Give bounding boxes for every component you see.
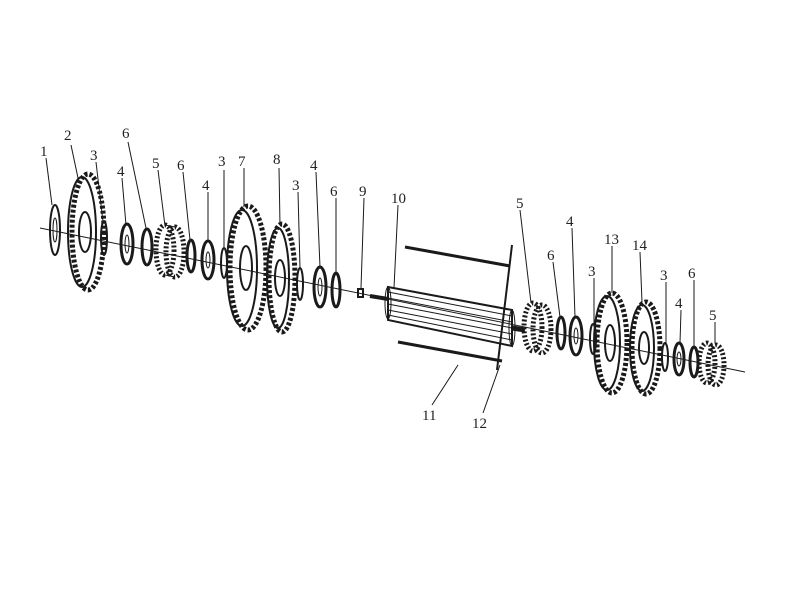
callout-3: 3 [588, 264, 596, 280]
part-5-needle-bearing-third [696, 340, 727, 388]
part-1-washer [49, 204, 61, 256]
part-6-ring [140, 227, 154, 267]
callout-5: 5 [152, 156, 160, 172]
callout-10: 10 [391, 191, 406, 207]
part-5-needle-bearing [153, 222, 187, 280]
callout-14: 14 [632, 238, 648, 254]
part-14-gear [629, 299, 663, 397]
callout-2: 2 [64, 128, 72, 144]
part-3-snap-ring-fifth [661, 342, 669, 372]
callout-9: 9 [359, 184, 367, 200]
part-10-splined-shaft [369, 285, 526, 348]
callout-1: 1 [40, 144, 48, 160]
part-11-rods [397, 245, 511, 363]
part-7-large-gear [226, 203, 269, 333]
part-4-washer-third [312, 265, 328, 309]
callout-6: 6 [177, 158, 185, 174]
callout-4: 4 [202, 178, 210, 194]
callout-3: 3 [90, 148, 98, 164]
part-6-ring-third [330, 271, 342, 309]
callout-3: 3 [292, 178, 300, 194]
callout-7: 7 [238, 154, 246, 170]
part-5-needle-bearing-second [521, 300, 554, 356]
part-4-washer-fourth [568, 315, 584, 357]
part-9-pin [357, 288, 364, 298]
part-4-washer-fifth [672, 341, 686, 377]
callout-6: 6 [688, 266, 696, 282]
part-13-large-gear [593, 290, 630, 396]
part-6-ring-fourth [555, 315, 567, 351]
part-3-snap-ring-fourth [589, 323, 597, 355]
part-3-snap-ring [100, 220, 108, 256]
callout-5: 5 [709, 308, 717, 324]
part-12-rod [496, 244, 513, 371]
callout-4: 4 [310, 158, 318, 174]
part-6-ring-second [185, 238, 197, 274]
part-4-washer [119, 222, 135, 266]
callout-3: 3 [218, 154, 226, 170]
callout-8: 8 [273, 152, 281, 168]
part-2-large-gear [67, 171, 107, 293]
callout-4: 4 [117, 164, 125, 180]
leader-lines [45, 141, 716, 414]
callout-6: 6 [547, 248, 555, 264]
callout-12: 12 [472, 416, 487, 432]
callout-5: 5 [516, 196, 524, 212]
part-4-washer-second [200, 239, 216, 281]
callout-labels: 1 2 3 6 4 5 6 4 3 7 8 3 4 6 9 10 5 6 4 3… [40, 126, 717, 432]
callout-4: 4 [675, 296, 683, 312]
callout-6: 6 [330, 184, 338, 200]
part-8-gear [266, 221, 298, 335]
callout-11: 11 [422, 408, 436, 424]
callout-4: 4 [566, 214, 574, 230]
part-3-snap-ring-third [296, 267, 304, 301]
callout-13: 13 [604, 232, 619, 248]
callout-6: 6 [122, 126, 130, 142]
callout-3: 3 [660, 268, 668, 284]
